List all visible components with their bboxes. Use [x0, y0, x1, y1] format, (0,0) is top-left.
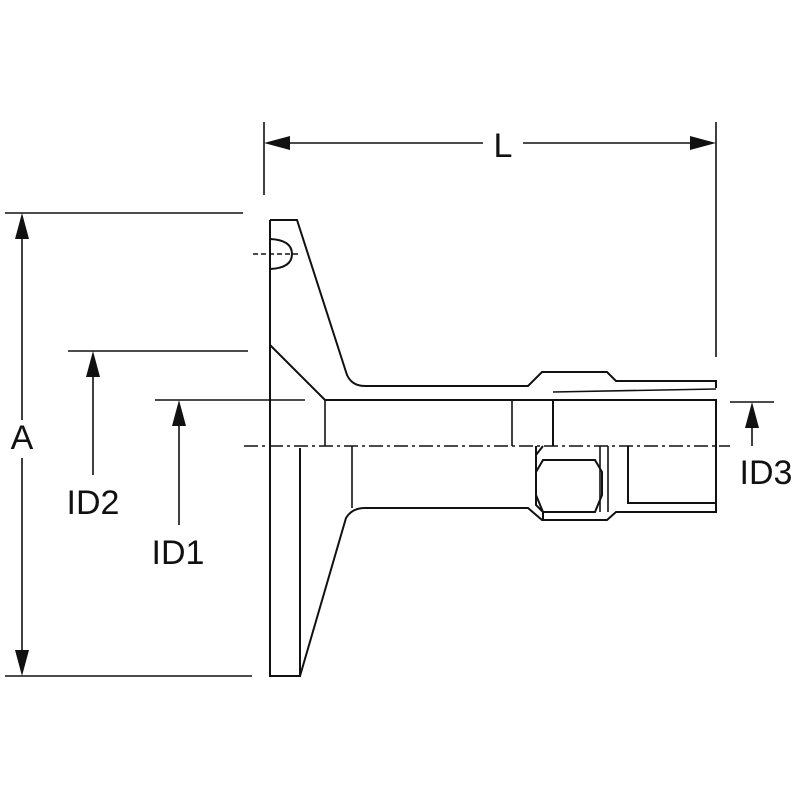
thread-taper	[552, 388, 717, 393]
bore-upper	[269, 344, 554, 446]
dimension-L: L	[263, 122, 717, 357]
thread-lower	[627, 446, 716, 504]
part-outline	[253, 219, 717, 677]
flange-hole	[269, 238, 294, 270]
hex-faces	[535, 459, 603, 513]
label-A: A	[11, 419, 34, 457]
dimension-ID2: ID2	[67, 350, 248, 522]
label-L: L	[494, 127, 513, 165]
label-ID1: ID1	[152, 534, 205, 572]
dimension-ID1: ID1	[152, 399, 305, 572]
flange-face	[269, 220, 301, 677]
dimension-ID3: ID3	[730, 401, 793, 492]
flange-lower-taper	[299, 446, 717, 677]
flange-upper-taper	[270, 219, 717, 388]
thread-upper	[553, 399, 717, 446]
label-ID3: ID3	[740, 454, 793, 492]
dimension-A: A	[5, 212, 252, 677]
label-ID2: ID2	[67, 484, 120, 522]
